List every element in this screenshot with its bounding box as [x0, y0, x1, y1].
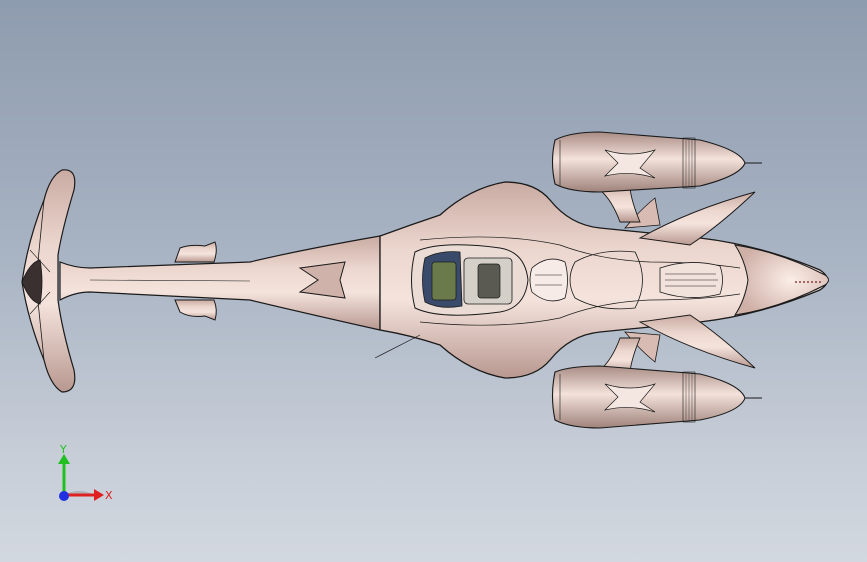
tail-stabilizer [21, 169, 76, 393]
x-axis-head [94, 489, 104, 501]
tail-boom [59, 235, 381, 331]
y-axis-head [58, 454, 70, 464]
fuselage [374, 181, 829, 379]
forward-wings [624, 191, 756, 369]
x-axis-label: X [105, 489, 113, 502]
nose-cone [733, 244, 829, 316]
coordinate-triad[interactable]: Y X [44, 440, 124, 520]
z-axis-dot [59, 491, 69, 501]
y-axis-label: Y [59, 443, 67, 456]
engine-left [551, 131, 762, 223]
engine-right [551, 337, 762, 429]
cockpit [411, 244, 529, 316]
